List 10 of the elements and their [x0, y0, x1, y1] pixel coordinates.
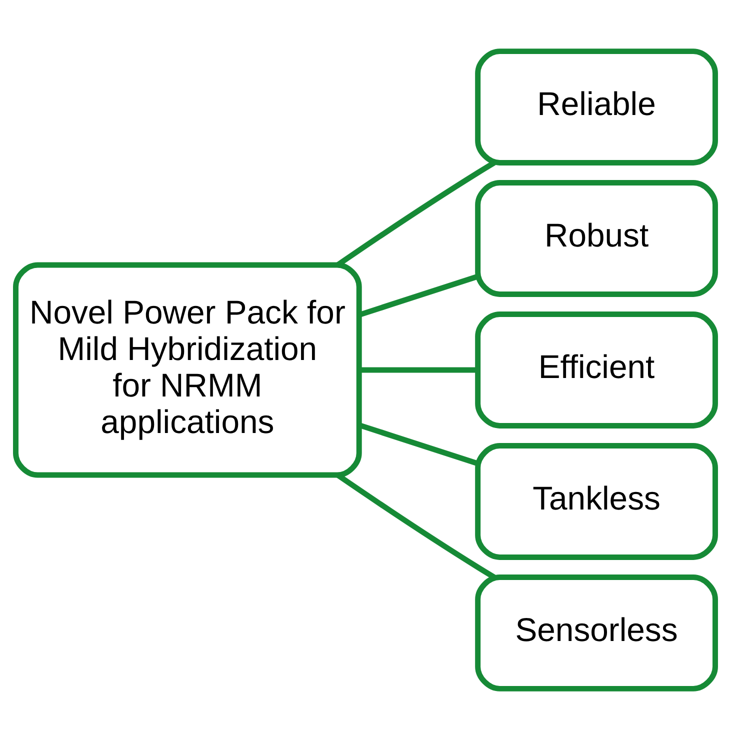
- connector: [358, 274, 478, 317]
- connector: [336, 160, 496, 266]
- node-box: Robust: [475, 180, 718, 296]
- connector: [359, 366, 478, 372]
- node-box: Reliable: [475, 48, 718, 165]
- connector: [358, 422, 478, 466]
- node-box: Efficient: [475, 311, 718, 428]
- node-box: Novel Power Pack for Mild Hybridization for NRMM applications: [13, 262, 362, 478]
- node-box: Tankless: [475, 442, 718, 560]
- node-box: Sensorless: [475, 574, 718, 691]
